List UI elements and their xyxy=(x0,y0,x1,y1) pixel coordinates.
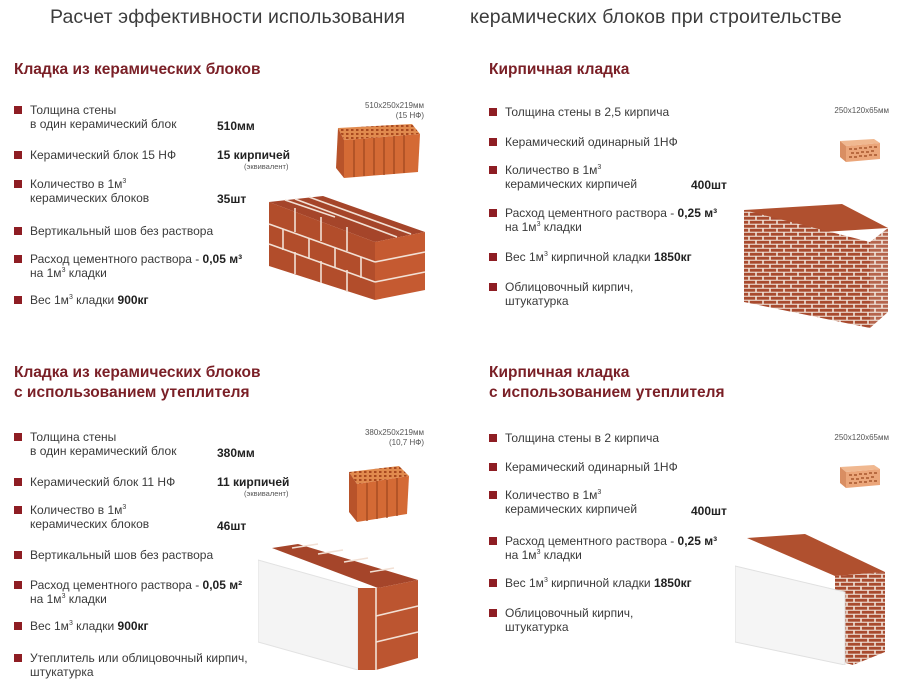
item-value: 400шт xyxy=(691,178,727,192)
bullet-icon xyxy=(14,180,22,188)
bullet-icon xyxy=(14,227,22,235)
brick-dimensions: 250x120x65мм xyxy=(834,106,889,115)
item-note: (эквивалент) xyxy=(244,489,289,498)
bullet-icon xyxy=(489,253,497,261)
bullet-icon xyxy=(14,551,22,559)
block-dimensions: 380x250x219мм(10,7 НФ) xyxy=(364,428,424,447)
bullet-icon xyxy=(489,491,497,499)
item-note: (эквивалент) xyxy=(244,162,289,171)
item-value: 400шт xyxy=(691,504,727,518)
bullet-icon xyxy=(14,622,22,630)
brick-wall-image xyxy=(744,204,888,328)
section-title: Кирпичная кладка xyxy=(489,61,630,78)
ceramic-block-15nf-image xyxy=(336,124,420,178)
bullet-icon xyxy=(489,138,497,146)
bullet-icon xyxy=(14,106,22,114)
bullet-icon xyxy=(489,209,497,217)
item-value: 35шт xyxy=(217,192,247,206)
section-ceramic-blocks: Кладка из керамических блоков Толщина ст… xyxy=(14,60,454,320)
insulated-brick-wall-image xyxy=(735,534,885,665)
insulated-block-wall-image xyxy=(258,543,419,670)
title-right: керамических блоков при строительстве xyxy=(470,6,842,28)
block-dimensions: 510x250x219мм(15 НФ) xyxy=(364,101,424,120)
section-title: Кладка из керамических блоков xyxy=(14,61,261,78)
bullet-icon xyxy=(489,537,497,545)
item-value: 510мм xyxy=(217,119,255,133)
item-value: 15 кирпичей xyxy=(217,148,291,162)
ceramic-block-wall-image xyxy=(268,196,426,300)
brick-dimensions: 250x120x65мм xyxy=(834,433,889,442)
item-value: 11 кирпичей xyxy=(217,475,290,489)
bullet-icon xyxy=(14,255,22,263)
bullet-icon xyxy=(14,296,22,304)
bullet-icon xyxy=(14,433,22,441)
ceramic-brick-1nf-image xyxy=(840,139,880,162)
bullet-icon xyxy=(14,151,22,159)
item-value: 46шт xyxy=(217,519,247,533)
bullet-icon xyxy=(14,506,22,514)
item-value: 380мм xyxy=(217,446,255,460)
title-left: Расчет эффективности использования xyxy=(50,6,406,28)
bullet-icon xyxy=(489,579,497,587)
section-brick-masonry: Кирпичная кладка Толщина стены в 2,5 кир… xyxy=(489,60,909,320)
bullet-icon xyxy=(489,434,497,442)
bullet-icon xyxy=(14,654,22,662)
bullet-icon xyxy=(489,166,497,174)
bullet-icon xyxy=(489,108,497,116)
bullet-icon xyxy=(489,463,497,471)
bullet-icon xyxy=(14,478,22,486)
bullet-icon xyxy=(14,581,22,589)
bullet-icon xyxy=(489,283,497,291)
ceramic-brick-1nf-image xyxy=(840,465,880,488)
bullet-icon xyxy=(489,609,497,617)
ceramic-block-10-7nf-image xyxy=(349,466,409,522)
